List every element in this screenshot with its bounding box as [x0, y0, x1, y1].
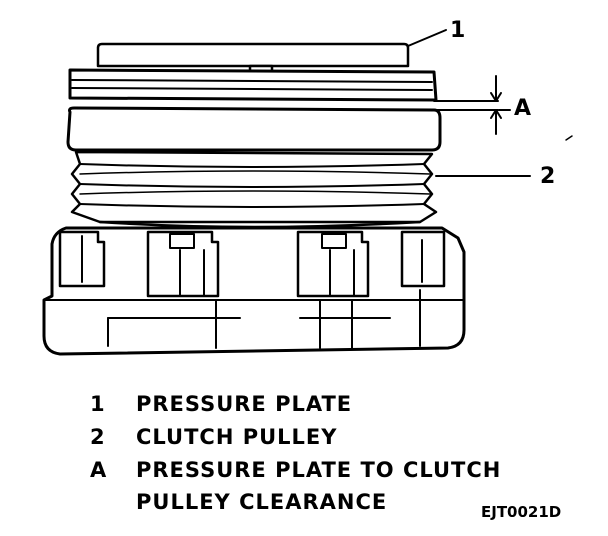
figure-code: EJT0021D	[481, 503, 562, 521]
compressor-head	[42, 226, 466, 356]
stray-mark	[565, 135, 573, 141]
clearance-gap	[433, 75, 511, 135]
callout-1: 1	[450, 18, 466, 43]
pressure-plate	[68, 42, 438, 102]
callout-2: 2	[540, 164, 556, 189]
callout-a: A	[514, 96, 532, 121]
leader-line-1	[407, 29, 447, 47]
clutch-pulley	[66, 106, 442, 229]
